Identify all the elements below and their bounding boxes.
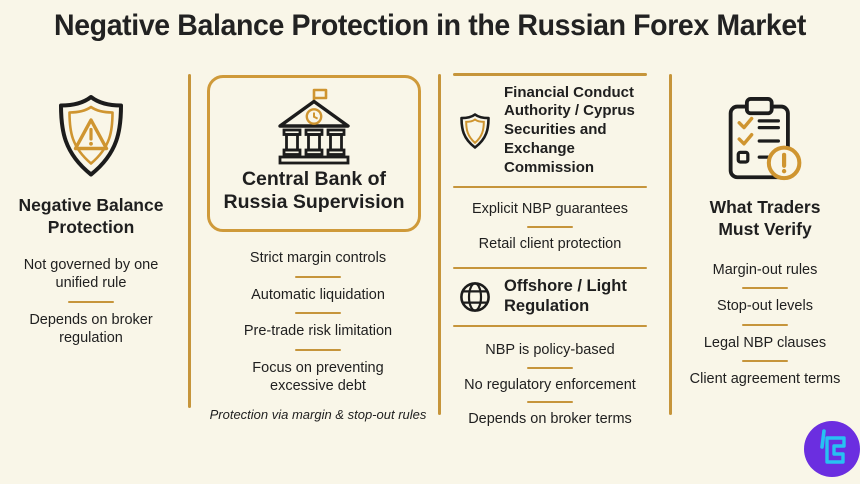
cbr-note: Protection via margin & stop-out rules bbox=[209, 406, 427, 422]
regulation-item: No regulatory enforcement bbox=[464, 376, 636, 393]
item-divider bbox=[527, 366, 573, 369]
checklist-alert-icon bbox=[678, 94, 852, 186]
cbr-item: Automatic liquidation bbox=[251, 286, 385, 303]
nbp-item: Depends on broker regulation bbox=[29, 311, 153, 347]
column-central-bank-items: Strict margin controls Automatic liquida… bbox=[196, 249, 440, 422]
item-divider bbox=[295, 312, 341, 315]
item-divider bbox=[68, 300, 114, 303]
column-divider bbox=[188, 74, 191, 408]
brand-logo-glyph bbox=[804, 421, 860, 477]
column-divider bbox=[438, 74, 441, 415]
section-divider-line bbox=[453, 185, 647, 189]
item-divider bbox=[742, 323, 788, 326]
item-divider bbox=[527, 401, 573, 404]
verify-item: Margin-out rules bbox=[712, 261, 818, 278]
section-heading-offshore: Offshore / Light Regulation bbox=[504, 277, 627, 315]
page-title: Negative Balance Protection in the Russi… bbox=[53, 9, 806, 42]
cbr-item: Pre-trade risk limitation bbox=[243, 323, 393, 340]
globe-icon bbox=[458, 280, 492, 314]
column-heading-verify: What Traders Must Verify bbox=[709, 197, 821, 239]
central-bank-card: Central Bank of Russia Supervision bbox=[207, 75, 421, 232]
verify-item: Stop-out levels bbox=[717, 298, 813, 315]
item-divider bbox=[742, 360, 788, 363]
column-what-traders-must-verify: What Traders Must Verify Margin-out rule… bbox=[678, 94, 852, 389]
bank-icon bbox=[210, 86, 418, 166]
item-divider bbox=[527, 226, 573, 228]
section-divider-line bbox=[453, 324, 647, 328]
brand-logo bbox=[804, 421, 860, 477]
section-heading-regulated: Financial Conduct Authority / Cyprus Sec… bbox=[504, 83, 635, 177]
section-divider-line bbox=[453, 73, 647, 76]
shield-icon bbox=[458, 112, 492, 150]
column-negative-balance-protection: Negative Balance Protection Not governed… bbox=[10, 92, 172, 348]
column-heading-cbr: Central Bank of Russia Supervision bbox=[223, 168, 405, 213]
column-regulation: Financial Conduct Authority / Cyprus Sec… bbox=[444, 73, 656, 429]
section-divider-line bbox=[453, 266, 647, 270]
verify-item: Legal NBP clauses bbox=[703, 334, 827, 351]
verify-item: Client agreement terms bbox=[689, 371, 841, 388]
item-divider bbox=[295, 348, 341, 351]
column-heading-nbp: Negative Balance Protection bbox=[18, 195, 164, 237]
column-divider bbox=[669, 74, 672, 415]
regulation-item: Retail client protection bbox=[478, 236, 622, 252]
cbr-item: Strict margin controls bbox=[249, 250, 387, 266]
regulated-section-header: Financial Conduct Authority / Cyprus Sec… bbox=[444, 76, 656, 186]
cbr-item: Focus on preventing excessive debt bbox=[252, 359, 384, 395]
regulation-item: NBP is policy-based bbox=[485, 342, 615, 359]
regulation-item: Depends on broker terms bbox=[468, 411, 632, 428]
item-divider bbox=[742, 287, 788, 290]
regulation-item: Explicit NBP guarantees bbox=[471, 201, 629, 218]
nbp-item: Not governed by one unified rule bbox=[23, 256, 159, 292]
offshore-section-header: Offshore / Light Regulation bbox=[444, 269, 656, 325]
item-divider bbox=[295, 275, 341, 278]
shield-warning-icon bbox=[10, 92, 172, 180]
